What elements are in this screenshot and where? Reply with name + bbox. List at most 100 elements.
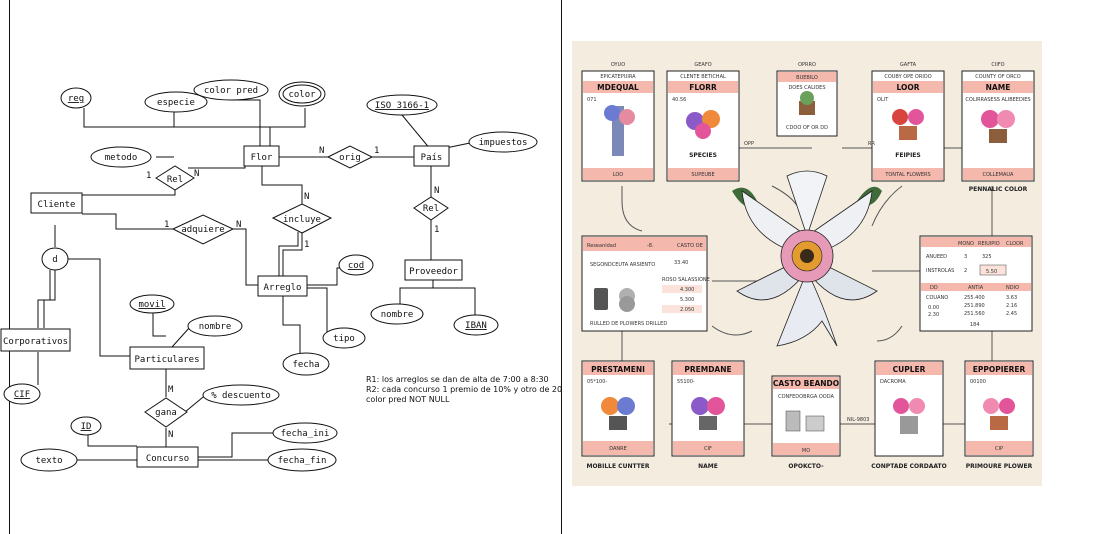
svg-text:CLENTE BETICHAL: CLENTE BETICHAL	[680, 74, 726, 80]
card-adquiere-arreglo: N	[236, 220, 241, 230]
note-color-pred: color pred NOT NULL	[366, 395, 450, 404]
svg-text:OYUO: OYUO	[611, 62, 625, 68]
svg-text:SEGONDCEUTA ARSIENTO: SEGONDCEUTA ARSIENTO	[590, 262, 655, 268]
attribute-color-pred: color pred	[193, 79, 269, 101]
card-flor-orig: N	[319, 146, 324, 156]
left-data-panel: Reseanidad -8. CASTO OE SEGONDCEUTA ARSI…	[581, 235, 710, 332]
card-rel-flor: N	[194, 169, 199, 179]
top-card-2: GEAFO CLENTE BETICHAL FLORR 40.56 SPECIE…	[666, 62, 740, 182]
attribute-impuestos: impuestos	[468, 131, 538, 153]
card-incluye-arreglo: 1	[304, 240, 309, 250]
svg-text:OLIT: OLIT	[877, 97, 889, 103]
svg-text:2.16: 2.16	[1006, 303, 1017, 309]
card-orig-pais: 1	[374, 146, 379, 156]
top-card-3: OPRRO BUEBILO DOES CALIDES CDOO OF OR DD	[776, 62, 838, 137]
svg-text:PREMDANE: PREMDANE	[684, 365, 731, 374]
svg-text:NAME: NAME	[986, 83, 1011, 92]
svg-text:251.890: 251.890	[964, 303, 985, 309]
svg-text:2.050: 2.050	[680, 307, 694, 313]
svg-text:nombre: nombre	[199, 322, 232, 332]
svg-text:fecha_ini: fecha_ini	[281, 429, 330, 439]
svg-text:4.300: 4.300	[680, 287, 694, 293]
svg-text:MONO: MONO	[958, 241, 974, 247]
attribute-iban: IBAN	[453, 314, 499, 336]
svg-text:2.30: 2.30	[928, 312, 939, 318]
svg-text:CIF: CIF	[14, 390, 30, 400]
attribute-iso: ISO 3166-1	[366, 94, 438, 116]
attribute-reg: reg	[60, 87, 92, 109]
svg-text:CUPLER: CUPLER	[893, 365, 926, 374]
card-rel-cliente: 1	[146, 171, 151, 181]
attribute-descuento: % descuento	[202, 384, 280, 406]
attribute-especie: especie	[144, 91, 208, 113]
bottom-card-1: PRESTAMENI 05*100- DANRE MOBILLE CUNTTER	[581, 360, 655, 470]
note-r1: R1: los arreglos se dan de alta de 7:00 …	[366, 375, 549, 384]
svg-text:Concurso: Concurso	[146, 454, 189, 464]
svg-text:% descuento: % descuento	[211, 391, 271, 401]
svg-text:33.40: 33.40	[674, 260, 688, 266]
attribute-fecha-ini: fecha_ini	[272, 422, 338, 444]
attribute-movil: movil	[129, 294, 175, 314]
svg-text:40.56: 40.56	[672, 97, 686, 103]
svg-text:Rel: Rel	[167, 175, 183, 185]
card-gana-concurso: N	[168, 430, 173, 440]
attribute-cod: cod	[338, 254, 374, 276]
svg-text:ID: ID	[81, 422, 92, 432]
svg-text:2: 2	[964, 268, 967, 274]
svg-text:INSTROLAS: INSTROLAS	[926, 268, 954, 274]
svg-text:texto: texto	[35, 456, 62, 466]
svg-text:00100: 00100	[970, 379, 986, 385]
svg-text:CDOO OF OR DD: CDOO OF OR DD	[786, 125, 828, 131]
svg-text:impuestos: impuestos	[479, 138, 528, 148]
svg-text:MO: MO	[802, 448, 810, 454]
svg-text:adquiere: adquiere	[181, 225, 224, 235]
svg-text:PRIMOURE PLOWER: PRIMOURE PLOWER	[966, 463, 1033, 470]
svg-text:COUBY OPE ORIOO: COUBY OPE ORIOO	[884, 74, 931, 80]
svg-text:COUNTY OF ORCO: COUNTY OF ORCO	[975, 74, 1021, 80]
svg-text:Rel: Rel	[423, 204, 439, 214]
svg-text:GEAFO: GEAFO	[694, 62, 711, 68]
er-diagram: Flor País Cliente Arreglo Proveedor Corp…	[0, 79, 561, 472]
svg-text:2.45: 2.45	[1006, 311, 1017, 317]
svg-text:TONTAL FLOWERS: TONTAL FLOWERS	[884, 172, 930, 178]
svg-text:5.300: 5.300	[680, 297, 694, 303]
svg-text:CIIFO: CIIFO	[991, 62, 1004, 68]
attribute-d: d	[41, 247, 69, 271]
relationship-rel-flor-cliente: Rel	[155, 165, 195, 191]
svg-text:tipo: tipo	[333, 334, 355, 344]
top-card-4: GAFTA COUBY OPE ORIOO LOOR OLIT FEIPIES …	[871, 62, 945, 182]
svg-text:Flor: Flor	[251, 153, 273, 163]
svg-text:CIP: CIP	[995, 446, 1003, 452]
svg-text:OPOKCTO-: OPOKCTO-	[788, 463, 824, 470]
entity-concurso: Concurso	[136, 446, 199, 468]
bottom-card-4: CUPLER DACROMA CONPTADE CORDAATO	[871, 360, 947, 470]
attribute-tipo: tipo	[322, 327, 366, 349]
svg-text:PRESTAMENI: PRESTAMENI	[591, 365, 645, 374]
svg-text:fecha: fecha	[292, 360, 319, 370]
svg-text:3.63: 3.63	[1006, 295, 1017, 301]
attribute-texto: texto	[20, 448, 78, 472]
attribute-fecha-fin: fecha_fin	[267, 448, 337, 472]
svg-text:255.400: 255.400	[964, 295, 985, 301]
svg-text:color: color	[288, 90, 316, 100]
entity-corporativos: Corporativos	[0, 328, 71, 352]
svg-text:DD: DD	[930, 285, 938, 291]
svg-text:fecha_fin: fecha_fin	[278, 456, 327, 466]
svg-text:251.560: 251.560	[964, 311, 985, 317]
svg-text:Particulares: Particulares	[134, 355, 199, 365]
svg-text:ANTIA: ANTIA	[968, 285, 984, 291]
attribute-id: ID	[70, 416, 102, 436]
svg-text:3: 3	[964, 254, 967, 260]
svg-text:0.00: 0.00	[928, 305, 939, 311]
svg-text:LOO: LOO	[613, 172, 624, 178]
attribute-fecha: fecha	[282, 352, 330, 376]
attribute-color: color	[278, 81, 326, 107]
svg-text:EPPOPIERER: EPPOPIERER	[973, 365, 1026, 374]
svg-text:DOES CALIDES: DOES CALIDES	[788, 85, 825, 91]
svg-text:325: 325	[982, 254, 992, 260]
svg-text:especie: especie	[157, 98, 195, 108]
bottom-card-5: EPPOPIERER 00100 CIP PRIMOURE PLOWER	[964, 360, 1034, 470]
left-border	[9, 0, 10, 534]
connector-label-1: OPP	[744, 141, 754, 147]
attribute-nombre-particulares: nombre	[187, 315, 243, 337]
